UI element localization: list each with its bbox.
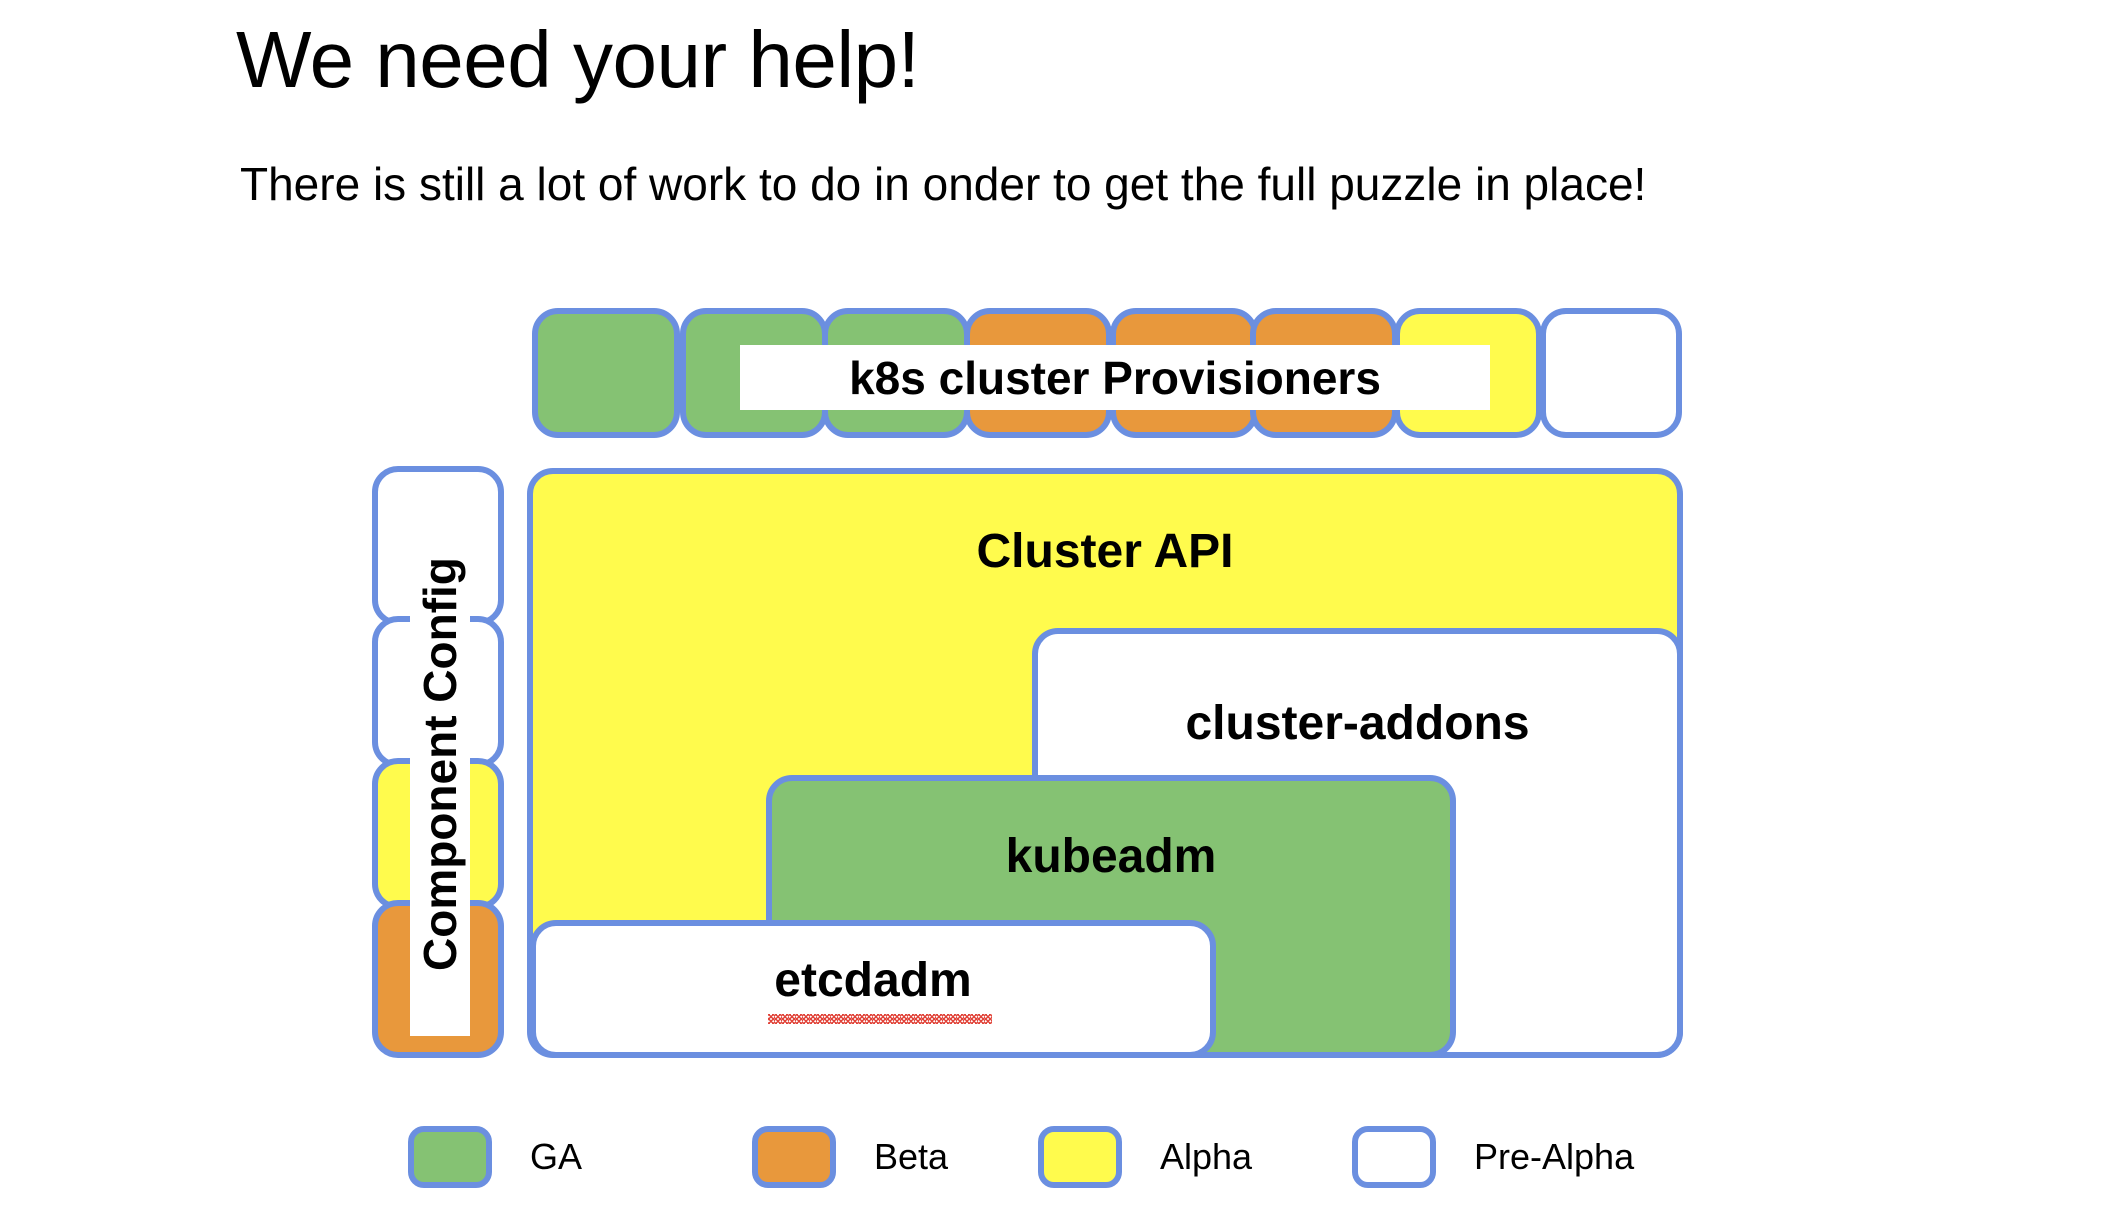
cluster-api-label: Cluster API: [976, 525, 1234, 578]
legend-label-beta: Beta: [874, 1136, 949, 1177]
legend-item-ga: GA: [408, 1126, 582, 1188]
legend-item-prealpha: Pre-Alpha: [1352, 1126, 1634, 1188]
legend-item-beta: Beta: [752, 1126, 948, 1188]
page-title: We need your help!: [236, 15, 920, 104]
legend-label-alpha: Alpha: [1160, 1136, 1253, 1177]
legend-label-ga: GA: [530, 1136, 583, 1177]
legend-swatch-alpha: [1038, 1126, 1122, 1188]
provisioner-box-1: [532, 308, 680, 438]
legend-swatch-prealpha: [1352, 1126, 1436, 1188]
etcdadm-box: etcdadm: [530, 920, 1216, 1058]
legend-swatch-ga: [408, 1126, 492, 1188]
etcdadm-label: etcdadm: [774, 954, 972, 1007]
kubeadm-label: kubeadm: [1005, 830, 1217, 883]
provisioner-box-8: [1540, 308, 1682, 438]
spellcheck-squiggle-icon: [768, 1014, 992, 1024]
provisioner-row-label: k8s cluster Provisioners: [740, 345, 1490, 410]
legend-label-prealpha: Pre-Alpha: [1474, 1136, 1635, 1177]
component-config-label: Component Config: [410, 492, 470, 1036]
legend-item-alpha: Alpha: [1038, 1126, 1252, 1188]
cluster-addons-label: cluster-addons: [1185, 697, 1530, 750]
legend-swatch-beta: [752, 1126, 836, 1188]
page-subtitle: There is still a lot of work to do in on…: [240, 158, 1647, 210]
